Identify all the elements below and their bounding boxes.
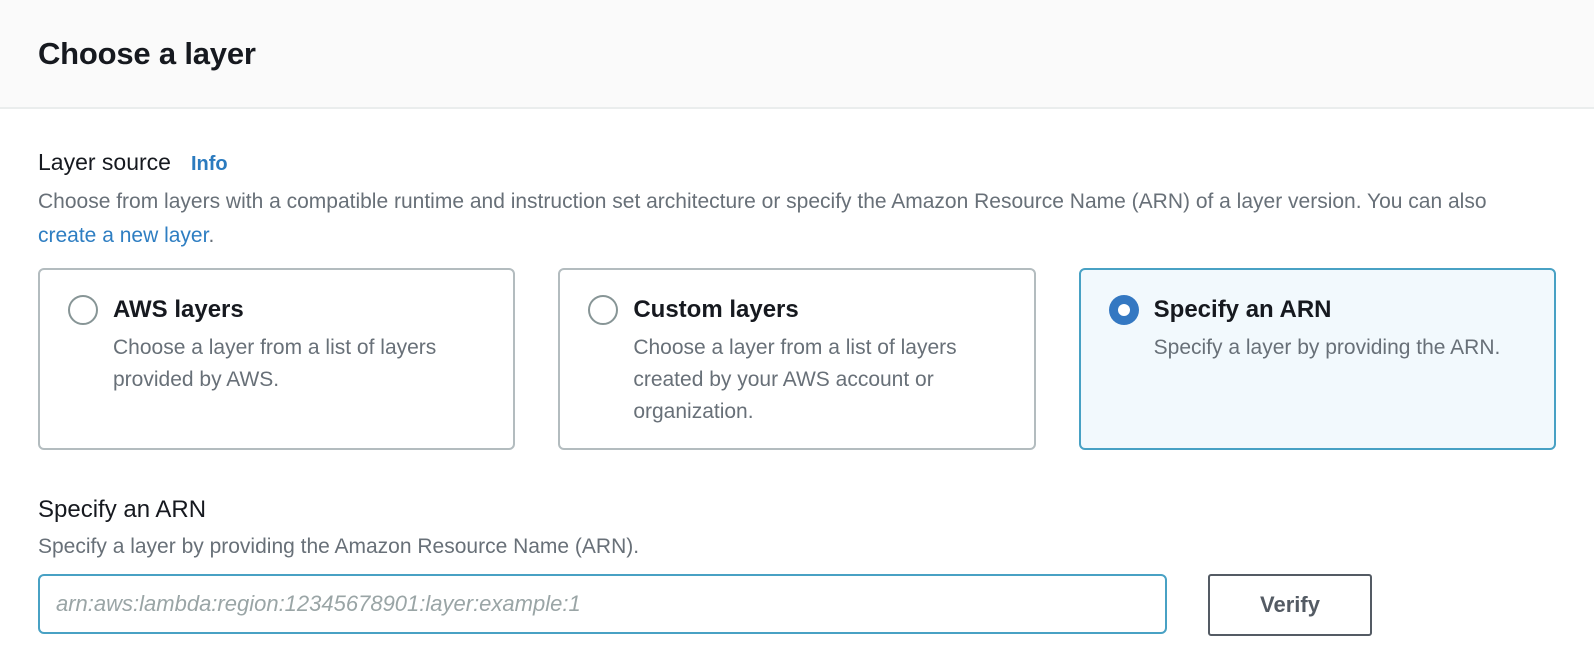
- layer-source-options: AWS layers Choose a layer from a list of…: [38, 268, 1556, 450]
- option-card-custom-layers[interactable]: Custom layers Choose a layer from a list…: [558, 268, 1036, 450]
- dialog-body: Layer source Info Choose from layers wit…: [0, 109, 1594, 636]
- arn-input[interactable]: [38, 574, 1167, 634]
- option-description: Choose a layer from a list of layers pro…: [113, 336, 437, 391]
- option-description: Specify a layer by providing the ARN.: [1153, 336, 1501, 359]
- option-head: Custom layers: [588, 295, 1005, 325]
- page-title: Choose a layer: [38, 35, 256, 71]
- description-period: .: [208, 224, 215, 247]
- option-title: Specify an ARN: [1153, 296, 1332, 323]
- option-head: Specify an ARN: [1108, 295, 1526, 325]
- option-description: Choose a layer from a list of layers cre…: [633, 336, 957, 423]
- radio-unselected-icon[interactable]: [588, 295, 619, 325]
- dialog-header: Choose a layer: [0, 0, 1594, 109]
- option-title: Custom layers: [633, 296, 799, 323]
- specify-arn-section: Specify an ARN Specify a layer by provid…: [38, 496, 1556, 636]
- info-link[interactable]: Info: [190, 153, 228, 175]
- create-new-layer-link[interactable]: create a new layer: [38, 224, 209, 247]
- verify-button[interactable]: Verify: [1208, 574, 1372, 636]
- specify-arn-title: Specify an ARN: [38, 496, 207, 523]
- option-title: AWS layers: [113, 296, 244, 323]
- radio-selected-icon[interactable]: [1108, 295, 1139, 325]
- description-text: Choose from layers with a compatible run…: [38, 190, 1487, 213]
- layer-source-label: Layer source: [38, 149, 171, 175]
- option-head: AWS layers: [68, 295, 485, 325]
- specify-arn-description: Specify a layer by providing the Amazon …: [38, 535, 640, 558]
- layer-source-header: Layer source Info: [38, 149, 1556, 176]
- option-card-aws-layers[interactable]: AWS layers Choose a layer from a list of…: [38, 268, 516, 450]
- layer-source-description: Choose from layers with a compatible run…: [38, 185, 1508, 253]
- arn-input-row: Verify: [38, 574, 1556, 636]
- radio-unselected-icon[interactable]: [68, 295, 98, 325]
- option-card-specify-arn[interactable]: Specify an ARN Specify a layer by provid…: [1078, 268, 1556, 450]
